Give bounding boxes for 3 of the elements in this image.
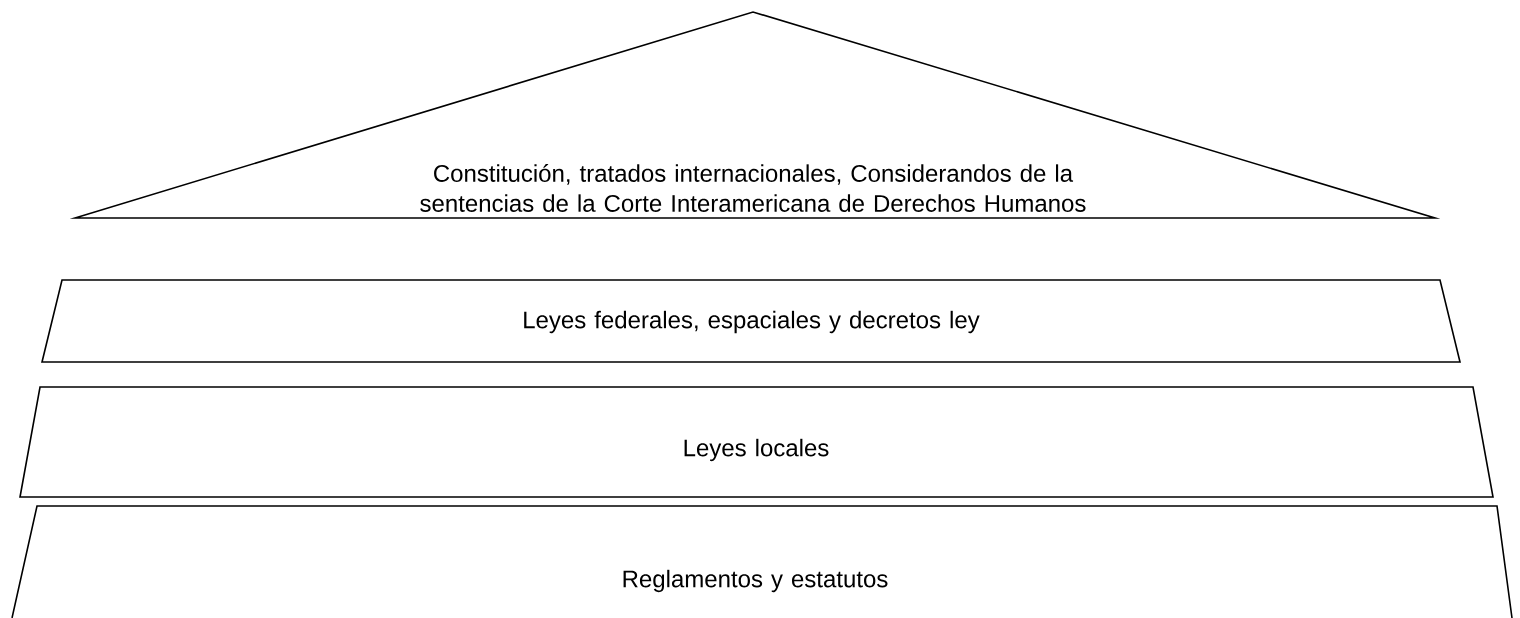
tier-trapezoid: Leyes federales, espaciales y decretos ley [41, 279, 1461, 363]
tier-trapezoid: Reglamentos y estatutos [11, 505, 1513, 618]
tier-trapezoid: Leyes locales [19, 386, 1494, 498]
